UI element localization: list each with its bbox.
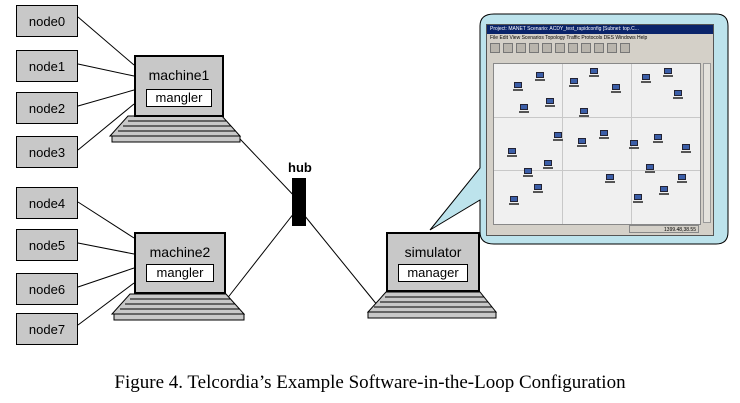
network-node-icon <box>641 74 651 83</box>
network-node-icon <box>659 186 669 195</box>
app-window-menubar: File Edit View Scenarios Topology Traffi… <box>490 35 648 41</box>
toolbar-icon <box>490 43 500 53</box>
hub-label: hub <box>288 160 312 175</box>
hub-device <box>292 178 306 226</box>
node-box-1: node1 <box>16 50 78 82</box>
network-node-icon <box>513 82 523 91</box>
simulator-keyboard <box>366 291 498 319</box>
network-node-icon <box>507 148 517 157</box>
app-window-toolbar <box>487 42 713 56</box>
network-node-icon <box>673 90 683 99</box>
wire-node2-machine1 <box>77 89 135 107</box>
toolbar-icon <box>620 43 630 53</box>
node-box-2: node2 <box>16 92 78 124</box>
node-box-0: node0 <box>16 5 78 37</box>
machine2-mangler-label: mangler <box>146 264 214 282</box>
toolbar-icon <box>607 43 617 53</box>
network-node-icon <box>543 160 553 169</box>
simulator-manager-label: manager <box>398 264 468 282</box>
network-node-icon <box>523 168 533 177</box>
wire-node1-machine1 <box>77 63 135 77</box>
network-node-icon <box>663 68 673 77</box>
machine2-screen: machine2 mangler <box>134 232 226 294</box>
node-box-3: node3 <box>16 136 78 168</box>
machine1-screen: machine1 mangler <box>134 55 224 117</box>
network-node-icon <box>589 68 599 77</box>
network-node-icon <box>519 104 529 113</box>
network-node-icon <box>599 130 609 139</box>
node-box-5: node5 <box>16 229 78 261</box>
network-node-icon <box>633 194 643 203</box>
node-box-7: node7 <box>16 313 78 345</box>
network-node-icon <box>681 144 691 153</box>
toolbar-icon <box>529 43 539 53</box>
network-node-icon <box>645 164 655 173</box>
toolbar-icon <box>542 43 552 53</box>
toolbar-icon <box>503 43 513 53</box>
network-canvas <box>493 63 701 225</box>
wire-node0-machine1 <box>77 16 135 66</box>
toolbar-icon <box>581 43 591 53</box>
network-node-icon <box>577 138 587 147</box>
wire-machine2-hub <box>225 207 299 301</box>
wire-node4-machine2 <box>77 201 135 239</box>
toolbar-icon <box>516 43 526 53</box>
network-node-icon <box>629 140 639 149</box>
machine1-keyboard <box>108 115 242 143</box>
network-node-icon <box>605 174 615 183</box>
network-node-icon <box>579 108 589 117</box>
network-node-icon <box>653 134 663 143</box>
wire-node5-machine2 <box>77 242 135 255</box>
network-node-icon <box>533 184 543 193</box>
simulator-app-window: Project: MANET Scenario: ACDY_test_rapid… <box>486 24 714 236</box>
coordinate-readout: 1399.48,38.55 <box>629 225 699 233</box>
machine1-mangler-label: mangler <box>146 89 212 107</box>
node-box-6: node6 <box>16 273 78 305</box>
wire-node3-machine1 <box>77 103 135 151</box>
app-window-titlebar: Project: MANET Scenario: ACDY_test_rapid… <box>487 25 713 34</box>
network-node-icon <box>569 78 579 87</box>
simulator-screen: simulator manager <box>386 232 480 292</box>
wire-simulator-hub <box>299 209 379 307</box>
network-node-icon <box>535 72 545 81</box>
network-node-icon <box>611 84 621 93</box>
toolbar-icon <box>568 43 578 53</box>
wire-node7-machine2 <box>77 282 135 326</box>
network-node-icon <box>545 98 555 107</box>
canvas-scrollbar[interactable] <box>703 63 711 223</box>
machine1-title: machine1 <box>148 67 210 83</box>
figure-caption: Figure 4. Telcordia’s Example Software-i… <box>114 372 626 393</box>
wire-node6-machine2 <box>77 267 135 288</box>
machine2-title: machine2 <box>149 244 211 260</box>
simulator-title: simulator <box>404 244 462 260</box>
node-box-4: node4 <box>16 187 78 219</box>
network-node-icon <box>553 132 563 141</box>
toolbar-icon <box>594 43 604 53</box>
network-node-icon <box>509 196 519 205</box>
machine2-keyboard <box>110 293 246 321</box>
toolbar-icon <box>555 43 565 53</box>
network-node-icon <box>677 174 687 183</box>
